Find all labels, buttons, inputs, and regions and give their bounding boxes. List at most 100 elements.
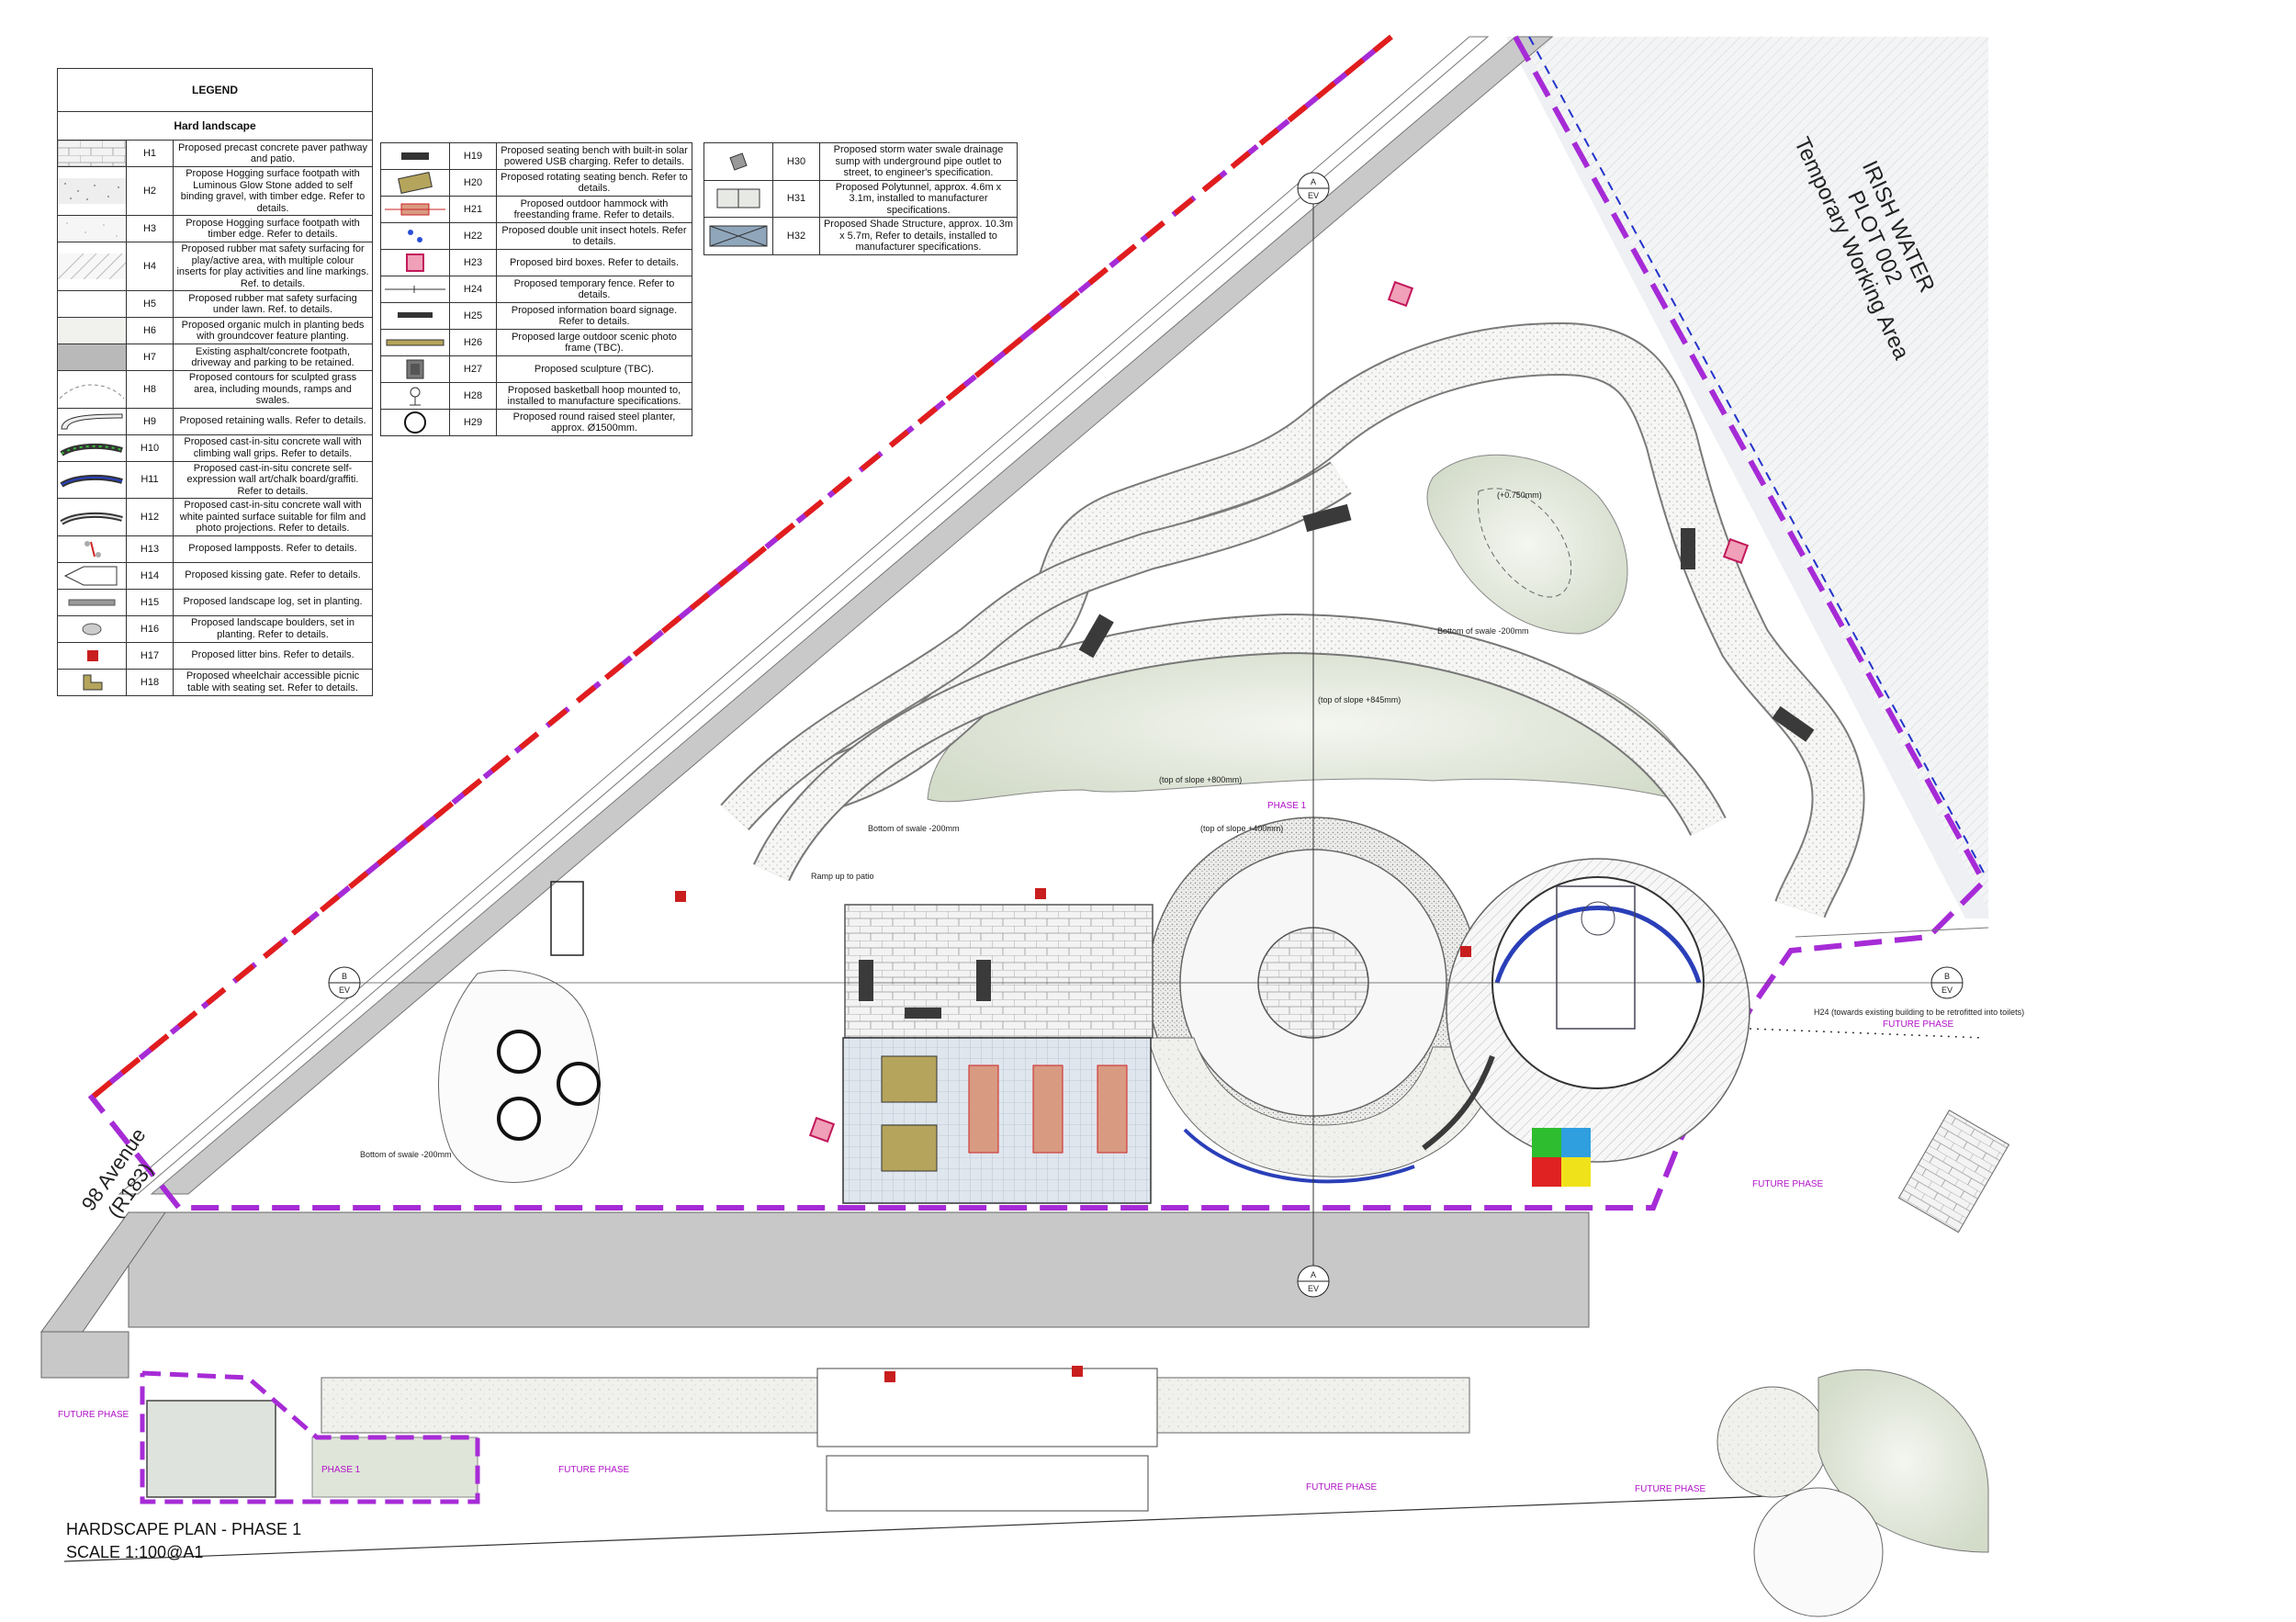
- hoop-swatch-icon: [380, 382, 450, 410]
- legend-description: Proposed landscape log, set in planting.: [173, 588, 373, 616]
- climb-swatch-icon: [57, 434, 127, 462]
- sec-ev-top: EV: [1308, 191, 1319, 200]
- legend-code: H8: [126, 370, 174, 409]
- sec-b-left: B: [342, 972, 347, 981]
- legend-description: Proposed Shade Structure, approx. 10.3m …: [819, 217, 1018, 255]
- legend-code: H21: [449, 196, 497, 223]
- sec-ev-right: EV: [1941, 986, 1953, 995]
- phase1-label: PHASE 1: [1267, 801, 1307, 811]
- legend-description: Proposed rubber mat safety surfacing for…: [173, 242, 373, 291]
- dots-dense-swatch-icon: [57, 166, 127, 216]
- asphalt-swatch-icon: [57, 344, 127, 371]
- legend-description: Proposed storm water swale drainage sump…: [819, 142, 1018, 181]
- legend-code: H10: [126, 434, 174, 462]
- legend-description: Proposed kissing gate. Refer to details.: [173, 561, 373, 590]
- legend-description: Proposed double unit insect hotels. Refe…: [496, 222, 692, 250]
- drawing-title: HARDSCAPE PLAN - PHASE 1: [66, 1520, 302, 1538]
- sec-a-top: A: [1311, 177, 1316, 186]
- legend-code: H26: [449, 329, 497, 356]
- legend-code: H18: [126, 668, 174, 696]
- legend-description: Proposed cast-in-situ concrete self-expr…: [173, 460, 373, 499]
- picnic-swatch-icon: [57, 668, 127, 696]
- t-mound: (+0.750mm): [1497, 490, 1542, 500]
- legend-code: H25: [449, 302, 497, 330]
- legend-code: H2: [126, 166, 174, 216]
- log-swatch-icon: [57, 588, 127, 616]
- legend-description: Proposed seating bench with built-in sol…: [496, 142, 692, 170]
- legend-description: Proposed rotating seating bench. Refer t…: [496, 169, 692, 197]
- legend-code: H5: [126, 290, 174, 318]
- grass-mound-upper: [1426, 454, 1628, 635]
- legend-description: Proposed Polytunnel, approx. 4.6m x 3.1m…: [819, 179, 1018, 218]
- legend-description: Proposed contours for sculpted grass are…: [173, 370, 373, 409]
- wall-swatch-icon: [57, 407, 127, 435]
- sculpture-swatch-icon: [380, 355, 450, 383]
- legend-code: H14: [126, 561, 174, 590]
- polytunnel-swatch-icon: [703, 179, 773, 218]
- future-phase-label: FUTURE PHASE: [58, 1410, 129, 1420]
- shade-swatch-icon: [703, 217, 773, 255]
- legend-code: H22: [449, 222, 497, 250]
- legend-section-title: Hard landscape: [57, 111, 373, 141]
- sec-a-bot: A: [1311, 1270, 1316, 1279]
- legend-description: Proposed basketball hoop mounted to, ins…: [496, 382, 692, 410]
- legend-code: H24: [449, 276, 497, 303]
- legend-code: H19: [449, 142, 497, 170]
- birdbox-swatch-icon: [380, 249, 450, 276]
- section-marker-a-bottom: A EV: [1297, 1265, 1330, 1298]
- gate-swatch-icon: [57, 561, 127, 590]
- legend-description: Propose Hogging surface footpath with Lu…: [173, 166, 373, 216]
- bin-swatch-icon: [57, 641, 127, 670]
- section-marker-b-left: B EV: [328, 966, 361, 999]
- legend-description: Propose Hogging surface footpath with ti…: [173, 215, 373, 242]
- t-swale3: Bottom of swale -200mm: [360, 1150, 452, 1159]
- rotbench-swatch-icon: [380, 169, 450, 197]
- legend-code: H15: [126, 588, 174, 616]
- legend-code: H11: [126, 460, 174, 499]
- asphalt-diagonal: [150, 36, 1554, 1195]
- infoboard-swatch-icon: [380, 302, 450, 330]
- sec-ev-left: EV: [339, 986, 350, 995]
- legend-code: H17: [126, 641, 174, 670]
- chalk-swatch-icon: [57, 460, 127, 499]
- legend-description: Proposed temporary fence. Refer to detai…: [496, 276, 692, 303]
- mulch-swatch-icon: [57, 317, 127, 344]
- sump-swatch-icon: [703, 142, 773, 181]
- dots-swatch-icon: [57, 215, 127, 242]
- legend-code: H7: [126, 344, 174, 371]
- t-top800: (top of slope +800mm): [1159, 775, 1242, 784]
- legend-code: H27: [449, 355, 497, 383]
- legend-description: Proposed round raised steel planter, app…: [496, 409, 692, 436]
- legend-code: H3: [126, 215, 174, 242]
- legend-description: Proposed retaining walls. Refer to detai…: [173, 407, 373, 435]
- t-swale2: Bottom of swale -200mm: [868, 824, 960, 833]
- legend-code: H9: [126, 407, 174, 435]
- t-top400: (top of slope +400mm): [1200, 824, 1283, 833]
- legend-description: Proposed cast-in-situ concrete wall with…: [173, 434, 373, 462]
- sec-b-right: B: [1944, 972, 1950, 981]
- legend-code: H6: [126, 317, 174, 344]
- legend-code: H12: [126, 498, 174, 536]
- lamp-swatch-icon: [57, 535, 127, 563]
